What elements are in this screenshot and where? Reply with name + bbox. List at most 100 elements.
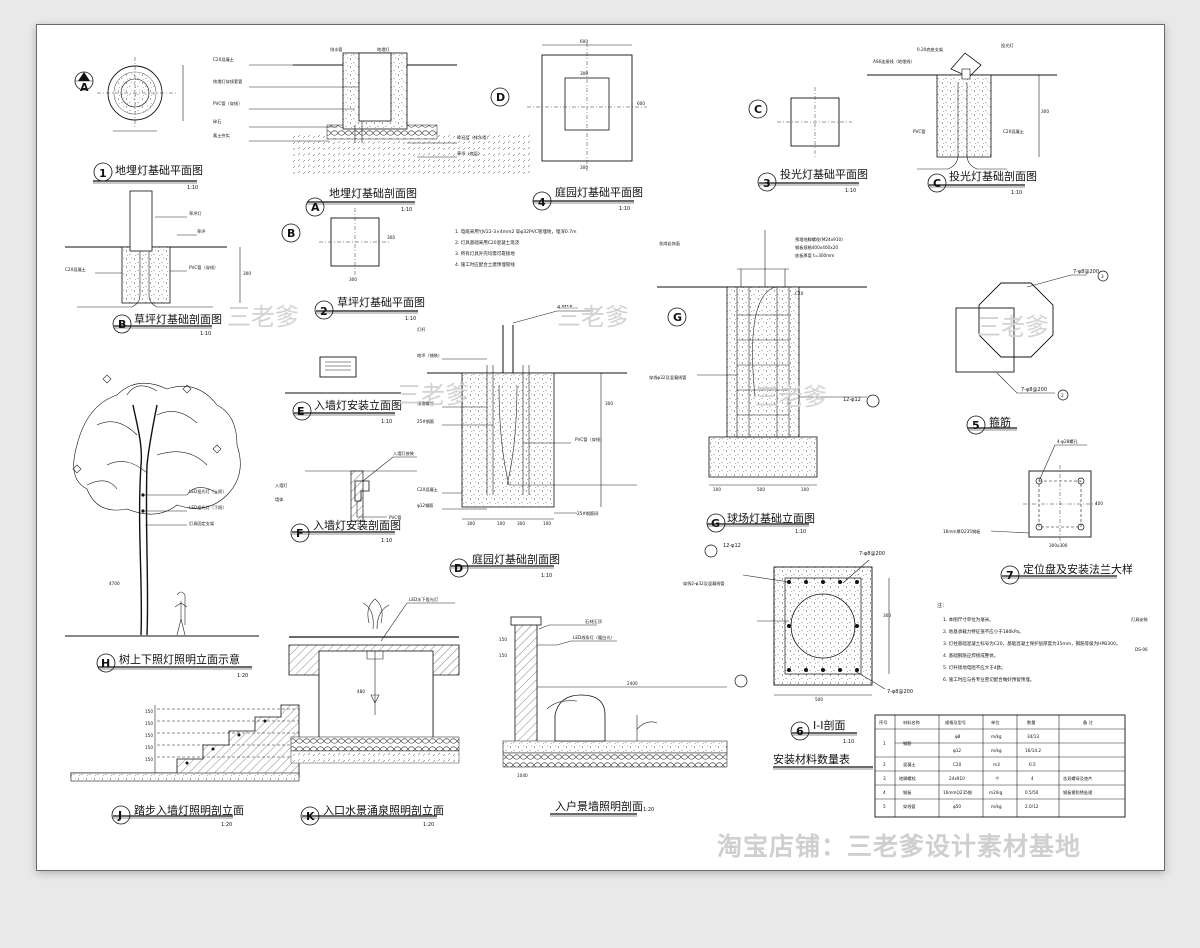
side-label: 灯具安装 bbox=[1131, 616, 1149, 623]
table-cell: 地脚螺栓 bbox=[899, 775, 917, 782]
g-elev-label: 预埋地脚螺栓(M24x910) bbox=[795, 236, 843, 243]
watermark: 三老爹 bbox=[227, 303, 299, 331]
g-elev-label: 穿线φ32及混凝线管 bbox=[649, 374, 686, 381]
wall-label: 150 bbox=[499, 637, 507, 642]
table-cell: 24x910 bbox=[949, 776, 965, 781]
g-elev-label: 花岗岩饰面 bbox=[659, 240, 680, 247]
table-cell: C20 bbox=[953, 762, 962, 767]
wall-label: 150 bbox=[499, 653, 507, 658]
section-11-label: 7-φ8@200 bbox=[887, 689, 913, 695]
stirrup-label: 2 bbox=[1061, 393, 1064, 398]
a-section-label: 碎石层（排水用） bbox=[457, 134, 491, 141]
table-header-cell: 单位 bbox=[991, 719, 999, 726]
table-header-cell: 序号 bbox=[879, 719, 887, 726]
stirrup-label: 3 bbox=[1101, 274, 1104, 279]
g-elev-label: 100 bbox=[713, 487, 721, 492]
d-section-label: 4-M16 bbox=[557, 305, 573, 311]
h-elev-label: 灯具固定支架 bbox=[189, 520, 214, 527]
k-label: LED水下投光灯 bbox=[409, 596, 439, 603]
d-section-label: 100 bbox=[543, 521, 551, 526]
table-row: φ12 m/kg 16/14.2 bbox=[953, 748, 1041, 753]
drawing-d-section-title: 庭园灯基础剖面图 bbox=[472, 552, 560, 566]
table-cell: 穿线管 bbox=[903, 803, 916, 810]
drawing-wall-section: 石材压顶 LED线条灯（暖白光） 2400 150 150 1040 入户景墙照… bbox=[499, 616, 728, 817]
d-plan-dim: 600 bbox=[580, 39, 588, 44]
table-cell: 0.5/50 bbox=[1025, 790, 1039, 795]
drawing-g-elev-scale: 1:10 bbox=[795, 529, 806, 535]
d-section-label: 300 bbox=[605, 401, 613, 406]
table-cell: 混凝土 bbox=[903, 761, 916, 768]
d-section-label: PVC管（穿线） bbox=[575, 436, 604, 443]
d-plan-dim: 600 bbox=[637, 101, 645, 106]
drawing-c-plan-title: 投光灯基础平面图 bbox=[780, 167, 868, 181]
drawing-d-plan-title: 庭园灯基础平面图 bbox=[555, 185, 643, 199]
notes-middle: 1. 电缆采用YJV22-3×4mm2 穿φ32PVC管埋地，埋深0.7m 2.… bbox=[455, 228, 576, 268]
g-elev-label: C20 bbox=[795, 291, 804, 296]
table-header-cell: 材料名称 bbox=[903, 719, 920, 726]
g-elev-label: 500 bbox=[757, 487, 765, 492]
drawing-b-plan-cut: B bbox=[287, 227, 295, 240]
drawing-a-section-scale: 1:10 bbox=[401, 207, 412, 213]
drawing-a-plan-title: 地埋灯基础平面图 bbox=[115, 164, 203, 177]
drawing-a-plan: A 1 地埋灯基础平面图 1:10 bbox=[74, 57, 203, 191]
g-elev-label: 100 bbox=[801, 487, 809, 492]
drawing-d-plan-mark: 4 bbox=[538, 196, 546, 209]
drawing-flange: 4-φ28螺孔 16mm厚Q235钢板 400 300x300 7 定位盘及安装… bbox=[943, 438, 1133, 585]
f-section-label: 入墙灯按装 bbox=[393, 450, 415, 457]
d-plan-dim: 300 bbox=[580, 71, 588, 76]
drawing-a-plan-scale: 1:10 bbox=[187, 185, 198, 191]
g-elev-label: 12-φ12 bbox=[843, 397, 861, 403]
wall-label: 2400 bbox=[627, 681, 638, 686]
table-cell: m2/kg bbox=[989, 790, 1003, 795]
j-dim: 150 bbox=[145, 733, 153, 738]
drawing-h-elev-title: 树上下照灯照明立面示意 bbox=[119, 652, 240, 666]
drawing-a-section-title: 地埋灯基础剖面图 bbox=[329, 186, 417, 200]
drawing-e-elev-title: 入墙灯安装立面图 bbox=[314, 398, 402, 412]
h-elev-label: 4700 bbox=[109, 581, 120, 586]
drawing-stirrup-title: 箍筋 bbox=[989, 415, 1011, 429]
drawing-e-elev-mark: E bbox=[297, 405, 305, 418]
b-section-label: 草坪 bbox=[197, 228, 205, 235]
watermark: 三老爹 bbox=[557, 303, 629, 331]
stirrup-label: 7-φ8@200 bbox=[1021, 387, 1047, 393]
table-header-cell: 规格及型号 bbox=[945, 719, 966, 726]
g-elev-label: 底板厚度 t=300mm bbox=[795, 252, 834, 259]
wall-label: LED线条灯（暖白光） bbox=[573, 634, 615, 641]
c-section-label: 300 bbox=[1041, 109, 1049, 114]
watermark: 三老爹 bbox=[977, 313, 1049, 341]
table-cell: 0.5 bbox=[1029, 762, 1036, 767]
drawing-j-title: 踏步入墙灯照明剖立面 bbox=[134, 803, 244, 817]
drawing-j-section: 150 150 150 150 150 J 踏步入墙灯照明剖立面 1:20 bbox=[70, 704, 300, 828]
table-cell: 4 bbox=[1031, 776, 1034, 781]
drawing-b-section-scale: 1:10 bbox=[200, 331, 211, 337]
table-row: 2 混凝土 C20 m3 0.5 bbox=[883, 761, 1036, 768]
h-elev-label: LED投光灯（上照） bbox=[189, 488, 227, 495]
a-section-label: 地埋灯穿线套管 bbox=[213, 78, 242, 85]
drawing-h-elev-mark: H bbox=[101, 657, 110, 670]
d-section-label: φ12钢筋 bbox=[417, 502, 433, 509]
flange-label: 16mm厚Q235钢板 bbox=[943, 528, 981, 535]
drawing-b-plan-scale: 1:10 bbox=[405, 316, 416, 322]
watermark: 三老爹 bbox=[397, 381, 469, 409]
drawing-k-scale: 1:20 bbox=[423, 822, 434, 828]
c-section-label: 0.20底座支架 bbox=[917, 46, 943, 53]
drawing-section-11-scale: 1:10 bbox=[843, 739, 854, 745]
drawing-c-section: 0.20底座支架 投光灯 AS6连接线（地埋线） PVC管 C20混凝土 300… bbox=[867, 42, 1057, 196]
drawing-e-elev-scale: 1:10 bbox=[381, 419, 392, 425]
k-label: 480 bbox=[357, 689, 365, 694]
d-section-label: 100 bbox=[497, 521, 505, 526]
drawing-c-section-mark: C bbox=[933, 177, 941, 190]
c-section-label: PVC管 bbox=[913, 128, 926, 135]
table-cell: m/kg bbox=[991, 748, 1002, 753]
b-section-label: 300 bbox=[243, 271, 251, 276]
drawing-f-section: 入墙灯 墙体 PVC管 入墙灯按装 F 入墙灯安装剖面图 1:10 bbox=[275, 450, 417, 544]
f-section-label: 入墙灯 bbox=[275, 482, 288, 489]
table-row: 3 地脚螺栓 24x910 个 4 含双螺母及垫片 bbox=[883, 775, 1092, 782]
drawing-a-section-mark: A bbox=[311, 201, 320, 214]
a-section-label: 素土夯实 bbox=[213, 132, 230, 139]
drawing-d-section-scale: 1:10 bbox=[541, 573, 552, 579]
drawing-c-section-title: 投光灯基础剖面图 bbox=[949, 169, 1037, 183]
j-dim: 150 bbox=[145, 757, 153, 762]
drawing-wall-scale: 1:20 bbox=[643, 807, 654, 813]
note-line: 3. 灯柱基础混凝土标号为C20，基础混凝土保护层厚度为35mm，钢筋等级为HP… bbox=[943, 640, 1120, 647]
